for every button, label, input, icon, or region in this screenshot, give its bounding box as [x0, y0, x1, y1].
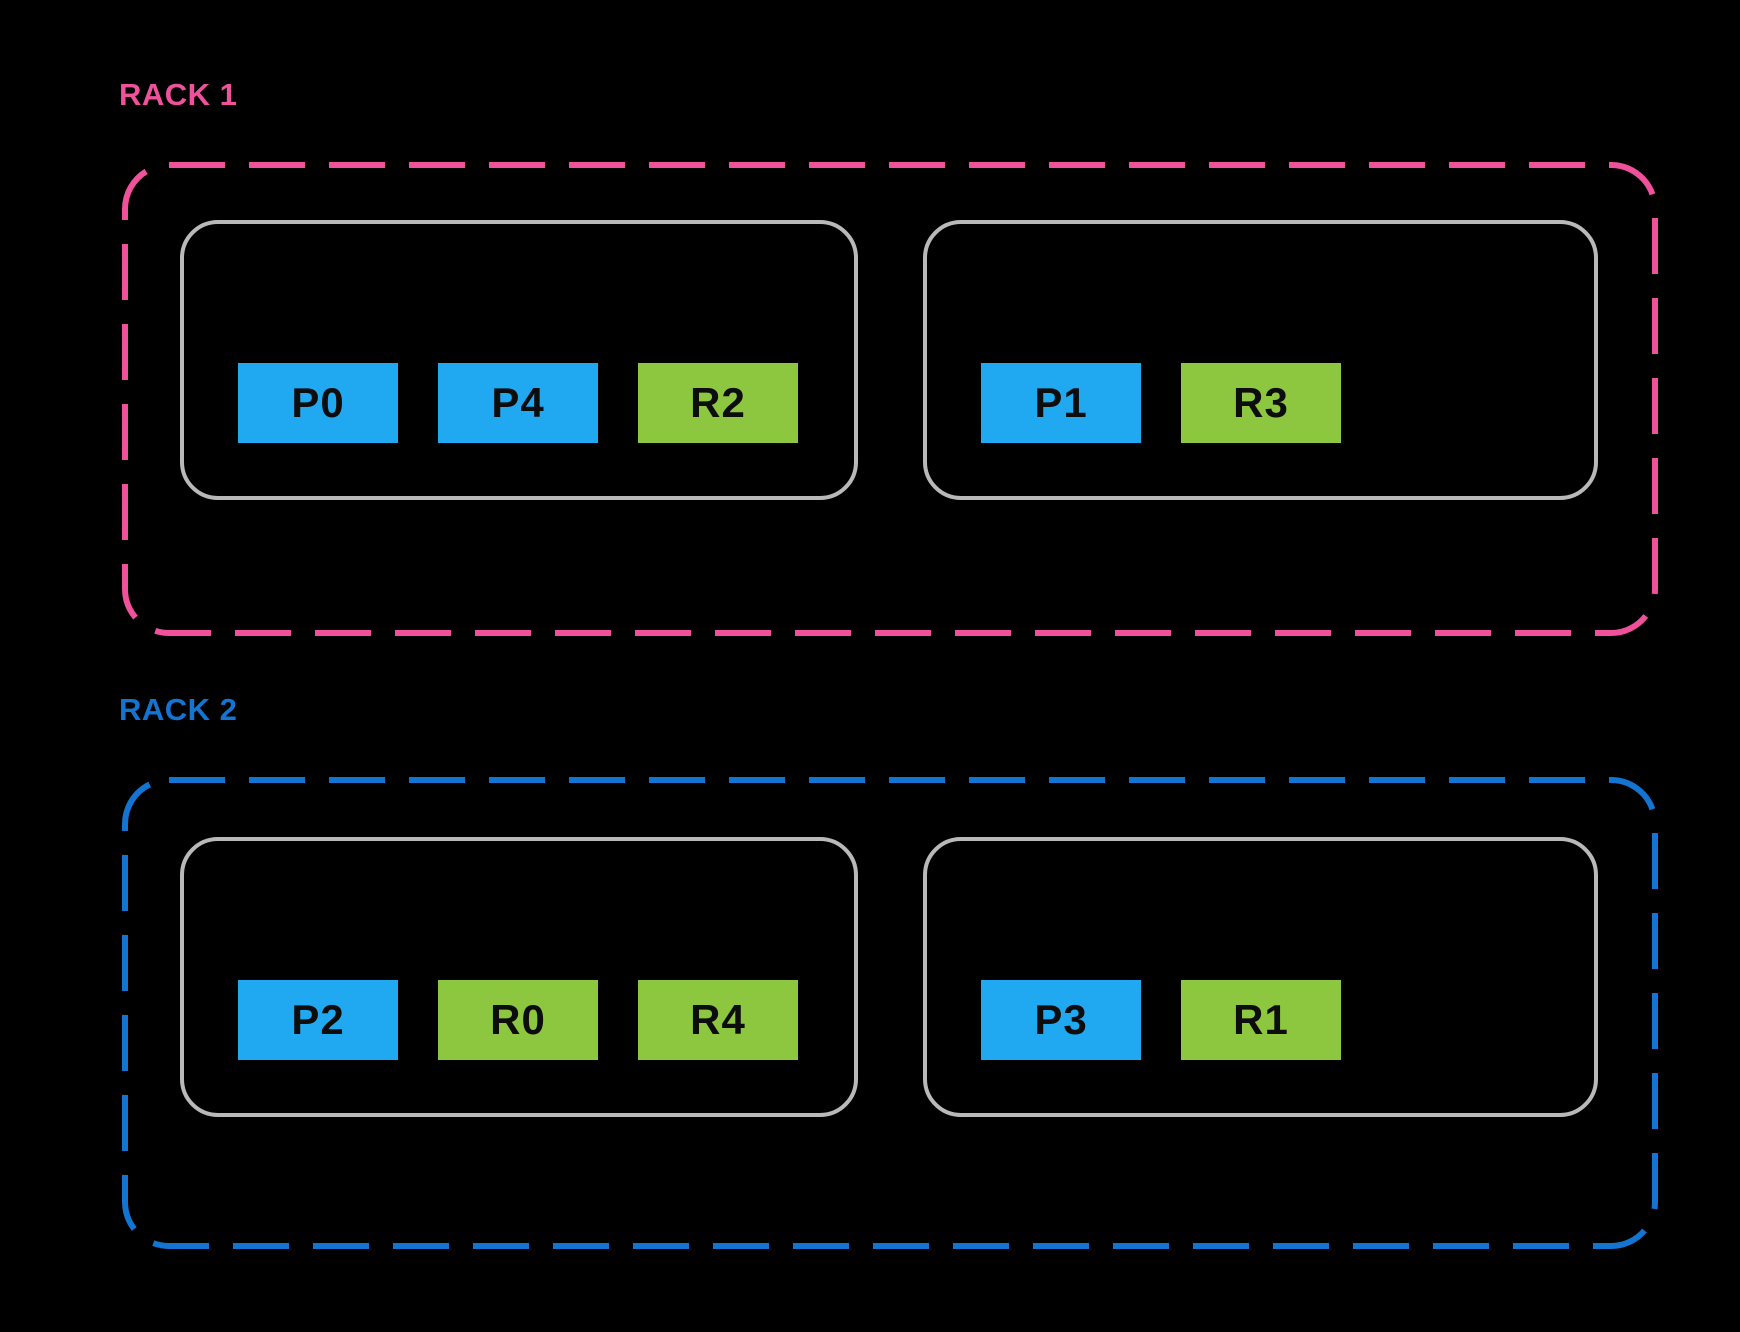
node-box: P3 R1 — [923, 837, 1598, 1117]
process-chip: P2 — [238, 980, 398, 1060]
chip-row: P3 R1 — [981, 980, 1341, 1060]
process-chip: P3 — [981, 980, 1141, 1060]
rack-2-group: RACK 2 P2 R0 R4 P3 R1 — [119, 694, 1658, 1249]
node-box: P2 R0 R4 — [180, 837, 858, 1117]
node-box: P1 R3 — [923, 220, 1598, 500]
rack-2-dashed-border — [122, 777, 1658, 1249]
rack-1-label: RACK 1 — [119, 77, 238, 112]
process-chip: P0 — [238, 363, 398, 443]
chip-row: P2 R0 R4 — [238, 980, 798, 1060]
chip-row: P1 R3 — [981, 363, 1341, 443]
process-chip: R1 — [1181, 980, 1341, 1060]
process-chip: R4 — [638, 980, 798, 1060]
process-chip: R2 — [638, 363, 798, 443]
node-box: P0 P4 R2 — [180, 220, 858, 500]
chip-row: P0 P4 R2 — [238, 363, 798, 443]
process-chip: P4 — [438, 363, 598, 443]
rack-1-group: RACK 1 P0 P4 R2 P1 R3 — [119, 79, 1658, 636]
rack-2-label: RACK 2 — [119, 692, 238, 727]
rack-1-dashed-border — [122, 162, 1658, 636]
process-chip: R0 — [438, 980, 598, 1060]
process-chip: P1 — [981, 363, 1141, 443]
process-chip: R3 — [1181, 363, 1341, 443]
